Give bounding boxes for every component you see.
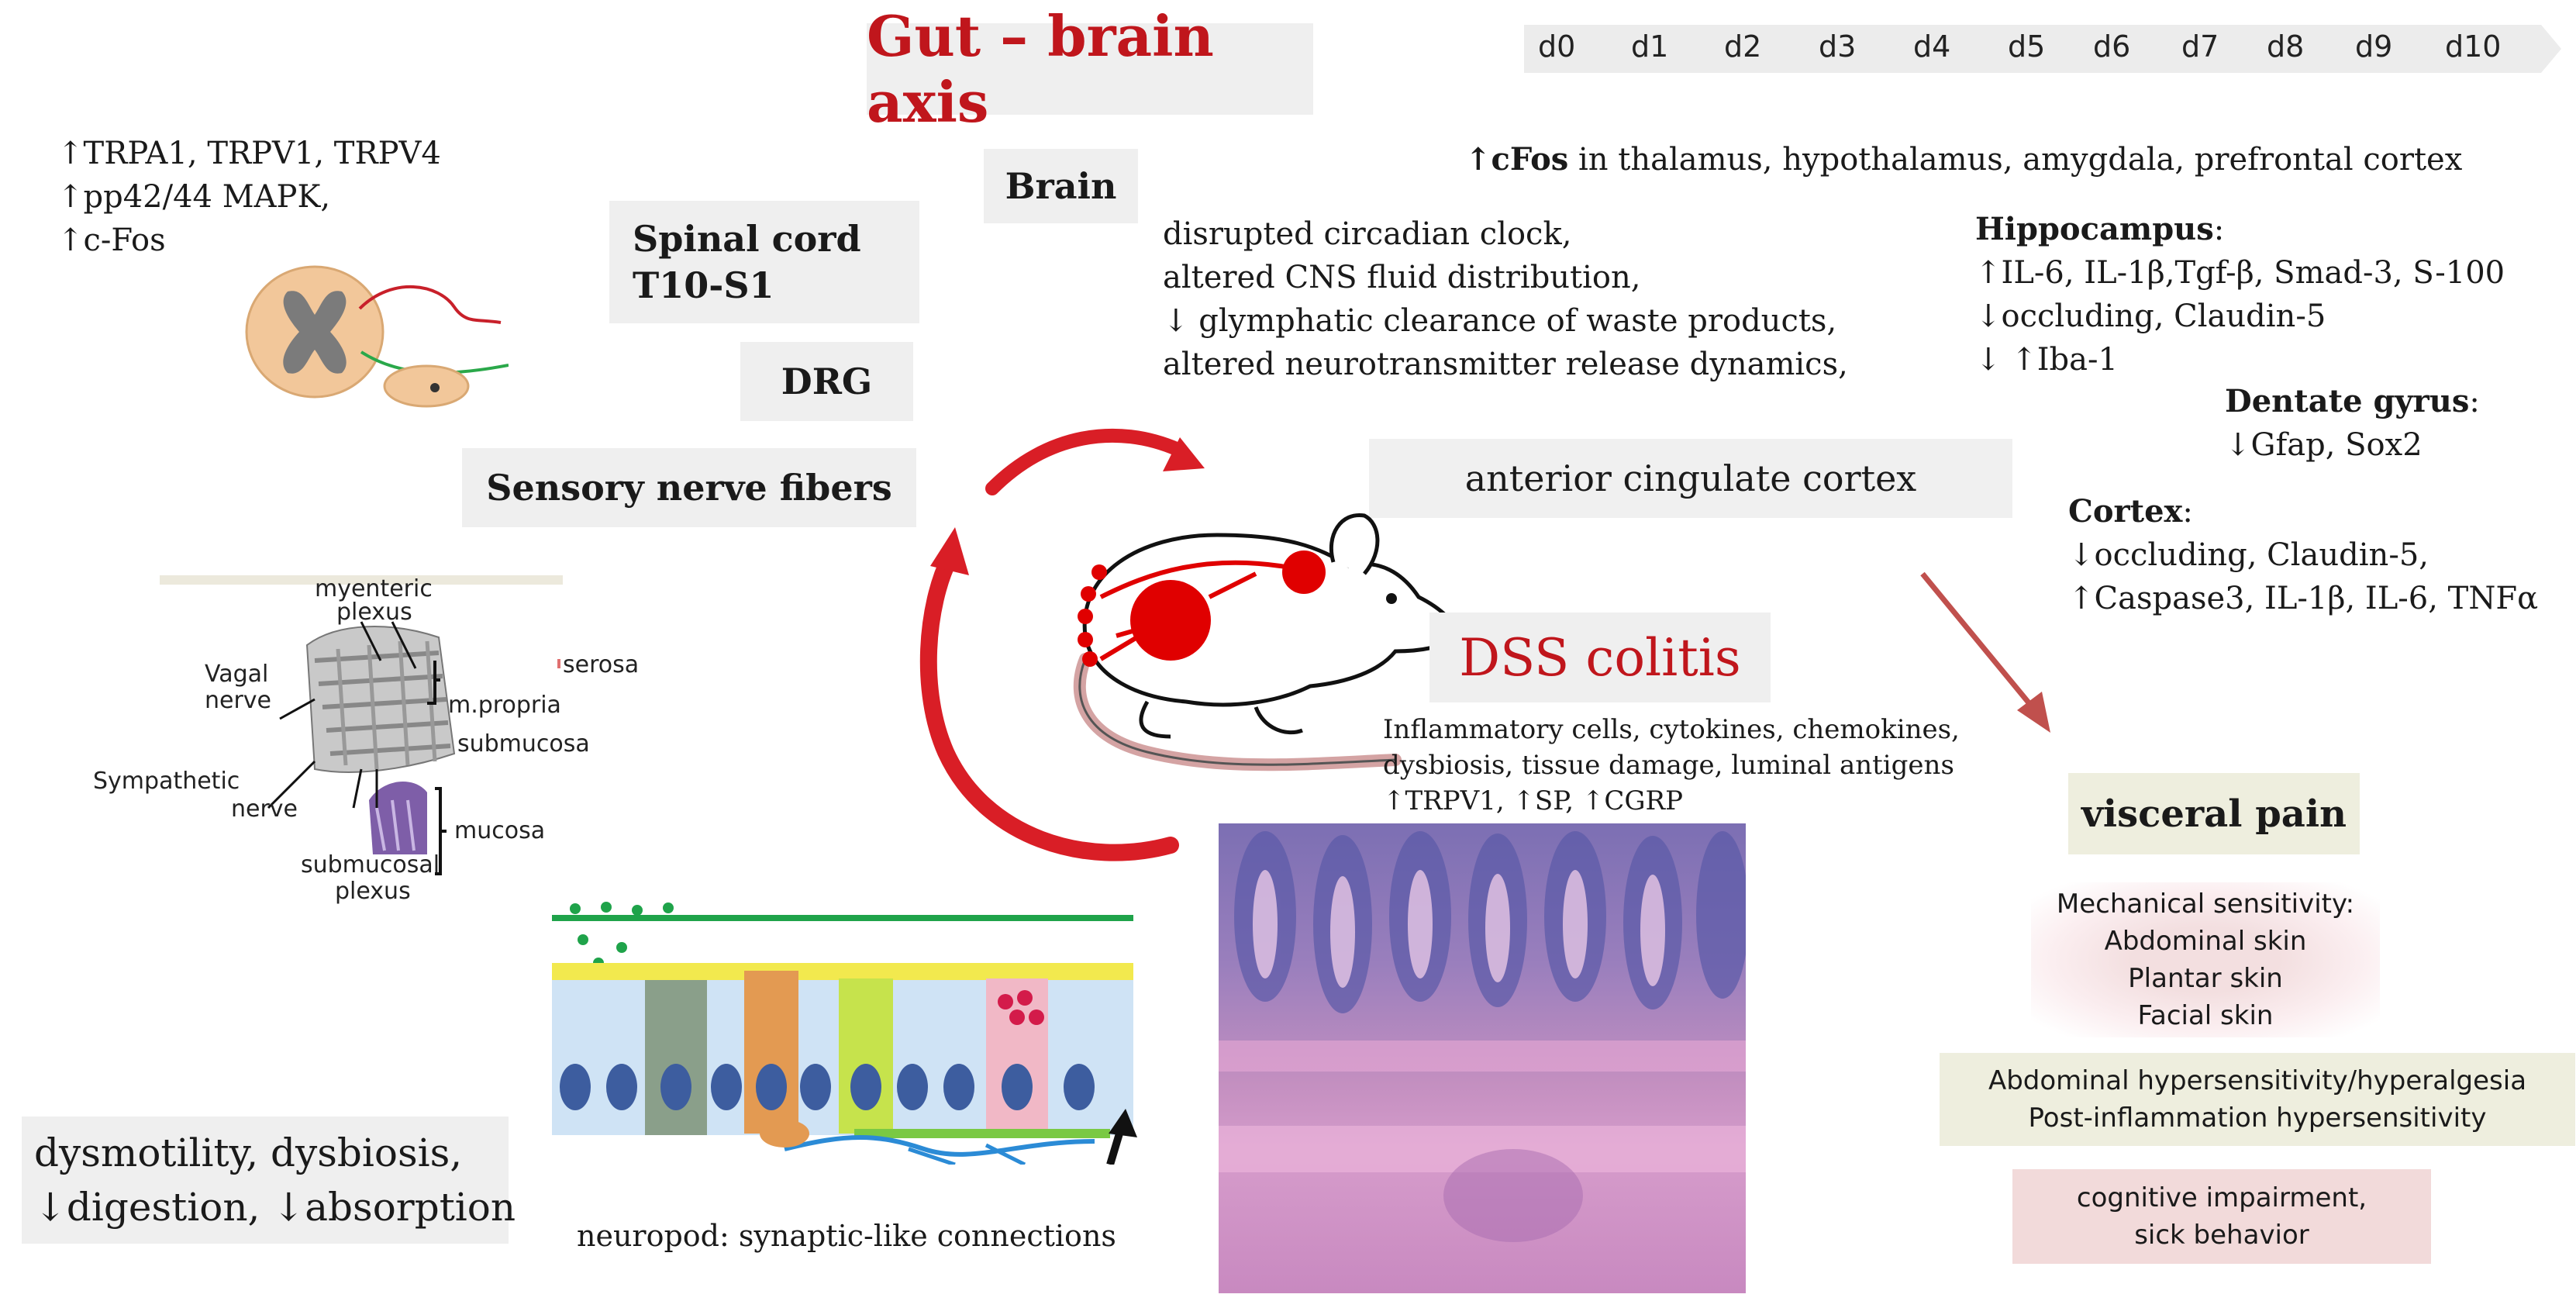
dss-colitis-box: DSS colitis <box>1429 613 1771 702</box>
mouse-illustration <box>1073 513 1460 771</box>
timeline-bar: d0 d1 d2 d3 d4 d5 d6 d7 d8 d9 d10 <box>1524 25 2561 73</box>
brain-effect: altered CNS fluid distribution, <box>1163 260 1641 295</box>
colitis-factor: Inflammatory cells, cytokines, chemokine… <box>1383 714 1960 745</box>
dentate-gyrus-block: Dentate gyrus: ↓Gfap, Sox2 <box>2225 380 2480 467</box>
gut-label-vagal: Vagal <box>205 661 269 688</box>
spinal-segment-label: T10-S1 <box>633 264 774 306</box>
timeline-day: d3 <box>1819 29 1857 64</box>
gi-effect: dysmotility, dysbiosis, <box>34 1130 463 1175</box>
up-arrow: ↑ <box>1465 141 1491 178</box>
visceral-pain-box: visceral pain <box>2068 773 2360 854</box>
gut-label-myenteric: myenteric <box>315 575 433 602</box>
gut-label-mucosa: mucosa <box>454 817 546 844</box>
cfos-regions: in thalamus, hypothalamus, amygdala, pre… <box>1568 142 2463 178</box>
histology-texture <box>1219 831 1746 1242</box>
timeline-day: d8 <box>2267 29 2305 64</box>
cfos-line: ↑cFos in thalamus, hypothalamus, amygdal… <box>1465 138 2462 181</box>
gut-label-sympathetic: nerve <box>231 795 298 823</box>
gut-wall-illustration: myenteric plexus Vagal nerve Sympathetic… <box>93 575 639 905</box>
gut-label-submucosal: submucosal <box>301 851 440 878</box>
spinal-marker: ↑c-Fos <box>57 223 166 258</box>
heading-colon: : <box>2213 212 2225 247</box>
brain-box: Brain <box>984 149 1138 223</box>
mechanical-item: Mechanical sensitivity: <box>2056 889 2355 920</box>
mechanical-item: Plantar skin <box>2128 963 2283 994</box>
timeline-arrow-shape <box>1524 25 2561 73</box>
cognitive-item: cognitive impairment, <box>2076 1182 2367 1213</box>
hippocampus-block: Hippocampus: ↑IL-6, IL-1β,Tgf-β, Smad-3,… <box>1975 208 2505 381</box>
timeline-day: d0 <box>1538 29 1576 64</box>
spinal-markers: ↑TRPA1, TRPV1, TRPV4 ↑pp42/44 MAPK, ↑c-F… <box>57 132 441 262</box>
timeline-day: d7 <box>2181 29 2219 64</box>
anterior-cingulate-cortex-box: anterior cingulate cortex <box>1369 439 2012 518</box>
neuropod-caption: neuropod: synaptic-like connections <box>577 1219 1116 1253</box>
hippocampus-marker: ↓ ↑Iba-1 <box>1975 342 2118 378</box>
gut-label-sympathetic: Sympathetic <box>93 768 240 795</box>
heading-colon: : <box>2469 384 2480 419</box>
sensory-nerve-box: Sensory nerve fibers <box>462 448 916 527</box>
cortex-marker: ↓occluding, Claudin-5, <box>2068 537 2429 573</box>
gi-effects-box: dysmotility, dysbiosis, ↓digestion, ↓abs… <box>22 1116 516 1244</box>
gut-label-submucosal: plexus <box>335 878 411 905</box>
colitis-factor: dysbiosis, tissue damage, luminal antige… <box>1383 750 1954 781</box>
colitis-factors: Inflammatory cells, cytokines, chemokine… <box>1383 712 1960 819</box>
hippocampus-marker: ↑IL-6, IL-1β,Tgf-β, Smad-3, S-100 <box>1975 255 2505 291</box>
brain-effects-list: disrupted circadian clock, altered CNS f… <box>1163 212 1848 386</box>
heading-colon: : <box>2182 494 2193 530</box>
timeline-day: d6 <box>2093 29 2131 64</box>
timeline-day: d4 <box>1913 29 1951 64</box>
spinal-marker: ↑TRPA1, TRPV1, TRPV4 <box>57 136 441 171</box>
gut-label-mpropria: m.propria <box>448 692 561 719</box>
abdominal-item: Abdominal hypersensitivity/hyperalgesia <box>1988 1065 2527 1096</box>
gut-label-myenteric: plexus <box>336 599 412 626</box>
diagram-title: Gut – brain axis <box>867 3 1313 135</box>
brain-effect: ↓ glymphatic clearance of waste products… <box>1163 303 1837 339</box>
hippocampus-marker: ↓occluding, Claudin-5 <box>1975 299 2326 334</box>
gut-label-vagal: nerve <box>205 687 272 714</box>
histology-image <box>1219 823 1746 1293</box>
gut-label-serosa: serosa <box>563 651 640 678</box>
spinal-cord-label: Spinal cord <box>633 218 861 260</box>
mechanical-item: Facial skin <box>2137 1000 2274 1031</box>
cortex-block: Cortex: ↓occluding, Claudin-5, ↑Caspase3… <box>2068 490 2538 620</box>
colitis-factor: ↑TRPV1, ↑SP, ↑CGRP <box>1383 785 1683 816</box>
timeline-day: d5 <box>2008 29 2046 64</box>
cortex-heading: Cortex <box>2068 493 2183 530</box>
spinal-marker: ↑pp42/44 MAPK, <box>57 179 331 215</box>
epithelium-illustration <box>552 902 1137 1165</box>
spinal-cord-box: Spinal cord T10-S1 <box>609 201 919 323</box>
mechanical-sensitivity-box: Mechanical sensitivity: Abdominal skin P… <box>2031 882 2380 1037</box>
gut-wall-drawing <box>160 575 563 875</box>
timeline-day: d10 <box>2445 29 2502 64</box>
cortex-marker: ↑Caspase3, IL-1β, IL-6, TNFα <box>2068 581 2539 616</box>
cycle-arrows <box>919 428 1205 861</box>
drg-box: DRG <box>740 342 913 421</box>
cognitive-item: sick behavior <box>2134 1220 2309 1251</box>
cognitive-impairment-box: cognitive impairment, sick behavior <box>2012 1169 2431 1264</box>
brain-effect: disrupted circadian clock, <box>1163 216 1572 252</box>
timeline-day: d2 <box>1724 29 1762 64</box>
timeline-day: d1 <box>1631 29 1669 64</box>
arrow-to-visceral-pain <box>1920 571 2050 733</box>
abdominal-item: Post-inflammation hypersensitivity <box>2028 1103 2487 1134</box>
gi-effect: ↓digestion, ↓absorption <box>34 1185 516 1230</box>
brain-effect: altered neurotransmitter release dynamic… <box>1163 347 1848 382</box>
abdominal-hypersensitivity-box: Abdominal hypersensitivity/hyperalgesia … <box>1940 1053 2575 1146</box>
hippocampus-heading: Hippocampus <box>1975 211 2214 247</box>
gut-label-submucosa: submucosa <box>457 730 590 758</box>
dentate-heading: Dentate gyrus <box>2225 383 2470 419</box>
dentate-marker: ↓Gfap, Sox2 <box>2225 427 2423 463</box>
mechanical-item: Abdominal skin <box>2104 926 2307 957</box>
cfos-label: cFos <box>1491 141 1569 178</box>
spinal-cord-illustration <box>245 265 509 408</box>
timeline-day: d9 <box>2355 29 2393 64</box>
